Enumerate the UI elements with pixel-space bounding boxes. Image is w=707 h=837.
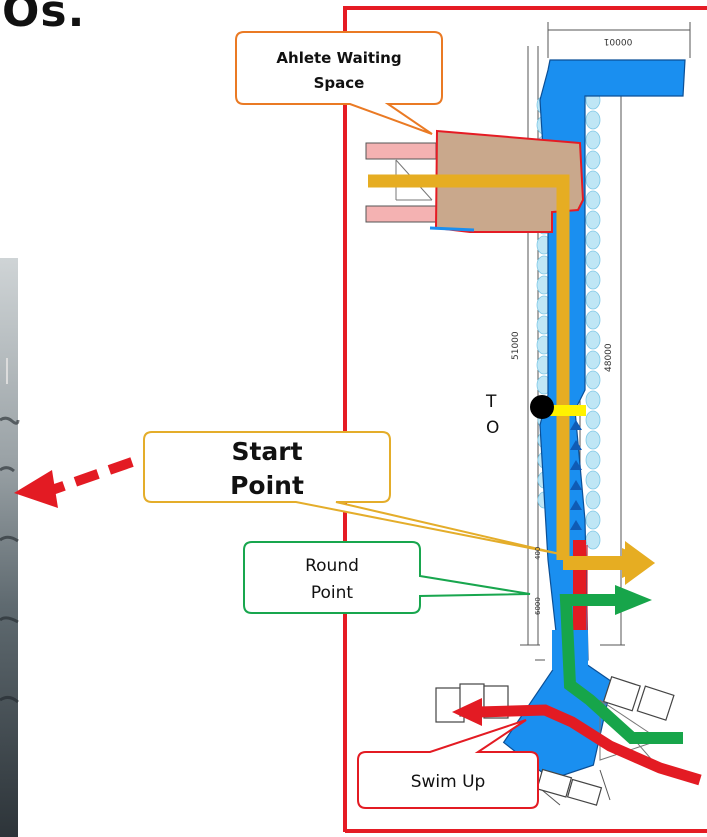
- callout-start-line2: Point: [230, 471, 304, 500]
- dim-top: 00001: [604, 36, 633, 46]
- sea-photo: [0, 258, 20, 837]
- callout-waiting: Ahlete Waiting Space: [235, 31, 443, 135]
- route-swim: [477, 704, 702, 786]
- direction-arrow: [14, 457, 134, 508]
- timing-marker: [548, 405, 586, 416]
- callout-round: Round Point: [243, 541, 531, 614]
- to-label-o: O: [486, 418, 499, 438]
- route-round: [559, 594, 683, 744]
- callout-round-line2: Point: [311, 583, 354, 603]
- side-floats: [365, 142, 437, 223]
- callout-swim-text: Swim Up: [411, 772, 486, 792]
- dim-small-b: 6000: [534, 597, 542, 615]
- callout-start: Start Point: [143, 431, 561, 555]
- dim-right: 48000: [604, 343, 614, 372]
- timing-dot: [530, 395, 554, 419]
- dim-left: 51000: [511, 331, 521, 360]
- lane-markers: [570, 420, 582, 530]
- lower-floats: [435, 676, 675, 806]
- to-label-t: T: [485, 392, 497, 412]
- callout-waiting-line2: Space: [314, 74, 365, 92]
- route-start: [368, 174, 570, 560]
- start-segment: [573, 540, 586, 630]
- callout-swim: Swim Up: [357, 719, 539, 809]
- callout-round-line1: Round: [305, 556, 359, 576]
- callout-waiting-line1: Ahlete Waiting: [276, 49, 401, 67]
- callout-start-line1: Start: [231, 437, 302, 466]
- dim-small-a: 400: [534, 547, 542, 560]
- title-fragment: Os.: [2, 0, 86, 37]
